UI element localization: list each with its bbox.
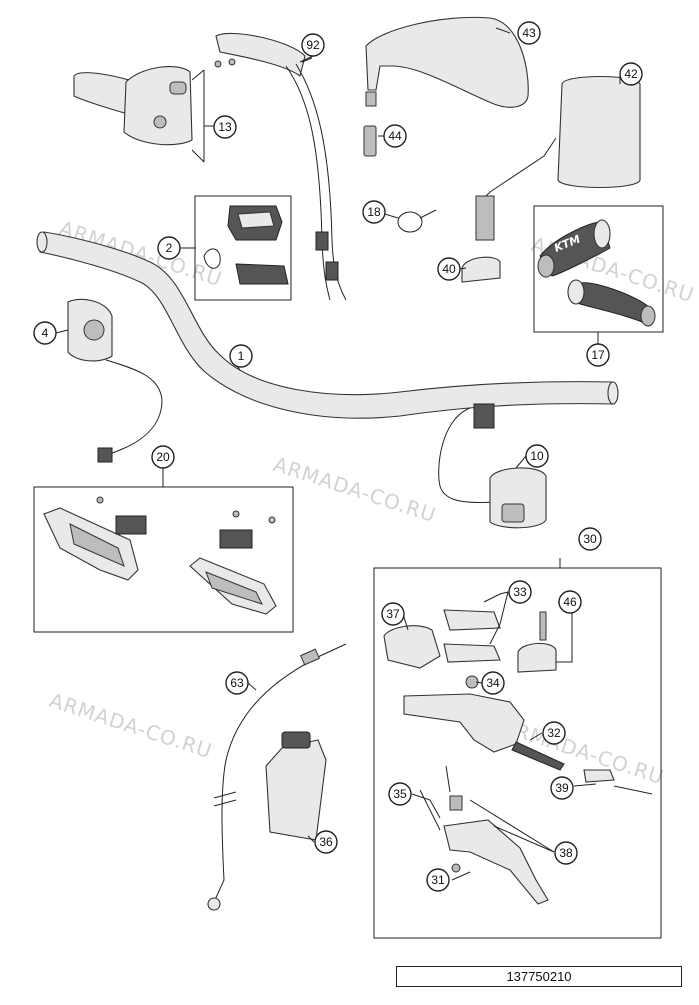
svg-text:18: 18 xyxy=(367,205,381,219)
svg-text:37: 37 xyxy=(386,607,400,621)
mirror-42 xyxy=(475,75,641,241)
svg-text:42: 42 xyxy=(624,67,638,81)
callout-44: 44 xyxy=(383,124,407,148)
callout-37: 37 xyxy=(381,602,405,626)
grip-set: KTM xyxy=(533,205,664,344)
svg-text:34: 34 xyxy=(486,676,500,690)
callout-32: 32 xyxy=(542,721,566,745)
svg-text:20: 20 xyxy=(156,450,170,464)
callout-30: 30 xyxy=(578,527,602,551)
throttle-assembly xyxy=(73,66,214,163)
handguard-kit xyxy=(33,486,294,633)
svg-text:36: 36 xyxy=(319,835,333,849)
callout-20: 20 xyxy=(151,445,175,469)
svg-text:35: 35 xyxy=(393,787,407,801)
brake-assembly xyxy=(373,558,662,939)
svg-text:31: 31 xyxy=(431,873,445,887)
svg-text:43: 43 xyxy=(522,26,536,40)
callout-34: 34 xyxy=(481,671,505,695)
svg-text:46: 46 xyxy=(563,595,577,609)
svg-text:39: 39 xyxy=(555,781,569,795)
leader-lines xyxy=(55,27,621,881)
switch-kit-2 xyxy=(194,195,292,301)
callout-10: 10 xyxy=(525,444,549,468)
svg-text:30: 30 xyxy=(583,532,597,546)
callout-17: 17 xyxy=(586,343,610,367)
svg-text:1: 1 xyxy=(238,349,245,363)
watermark: ARMADA-CO.RU xyxy=(270,452,439,527)
callout-92: 92 xyxy=(301,33,325,57)
callout-46: 46 xyxy=(558,590,582,614)
callout-2: 2 xyxy=(157,236,181,260)
svg-text:38: 38 xyxy=(559,846,573,860)
callout-13: 13 xyxy=(213,115,237,139)
callout-31: 31 xyxy=(426,868,450,892)
svg-text:17: 17 xyxy=(591,348,605,362)
svg-text:44: 44 xyxy=(388,129,402,143)
callout-4: 4 xyxy=(33,321,57,345)
callout-42: 42 xyxy=(619,62,643,86)
callout-35: 35 xyxy=(388,782,412,806)
adapter-44 xyxy=(363,125,377,157)
callout-43: 43 xyxy=(517,21,541,45)
callout-1: 1 xyxy=(229,344,253,368)
callout-38: 38 xyxy=(554,841,578,865)
svg-text:4: 4 xyxy=(42,326,49,340)
handlebar xyxy=(36,231,619,419)
left-switch-4 xyxy=(67,298,163,463)
svg-text:63: 63 xyxy=(230,676,244,690)
right-switch-10 xyxy=(438,403,547,529)
svg-text:13: 13 xyxy=(218,120,232,134)
svg-text:40: 40 xyxy=(442,262,456,276)
svg-text:32: 32 xyxy=(547,726,561,740)
callout-40: 40 xyxy=(437,257,461,281)
svg-text:10: 10 xyxy=(530,449,544,463)
callout-33: 33 xyxy=(508,580,532,604)
svg-text:2: 2 xyxy=(166,241,173,255)
brake-fluid-36 xyxy=(265,731,327,841)
callout-18: 18 xyxy=(362,200,386,224)
callout-36: 36 xyxy=(314,830,338,854)
cable-tie-18 xyxy=(397,209,437,233)
watermark: ARMADA-CO.RU xyxy=(46,688,215,763)
svg-text:92: 92 xyxy=(306,38,320,52)
brake-line-63 xyxy=(207,643,347,911)
callout-63: 63 xyxy=(225,671,249,695)
clamp-40 xyxy=(461,256,501,283)
mirror-43 xyxy=(365,16,529,108)
svg-text:33: 33 xyxy=(513,585,527,599)
throttle-cables xyxy=(214,32,347,301)
callout-39: 39 xyxy=(550,776,574,800)
part-number-label: 137750210 xyxy=(396,966,682,987)
